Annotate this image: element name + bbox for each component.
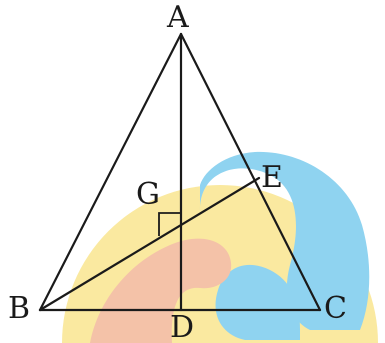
label-e: E	[261, 160, 283, 195]
label-d: D	[170, 310, 194, 343]
watermark-letter-tail	[90, 238, 232, 343]
right-angle-marker	[158, 212, 181, 236]
point-labels: A B C D E G	[8, 0, 347, 343]
segment-be	[38, 176, 261, 312]
label-b: B	[8, 291, 30, 326]
segment-ac	[179, 32, 322, 312]
letter-a-logo-icon	[62, 151, 378, 343]
label-g: G	[136, 177, 160, 212]
watermark-letter-body	[200, 151, 370, 330]
figure-lines	[38, 32, 322, 312]
watermark-letter-bowl	[215, 264, 300, 340]
segment-ab	[38, 32, 183, 312]
label-c: C	[324, 291, 347, 326]
label-a: A	[166, 0, 189, 35]
